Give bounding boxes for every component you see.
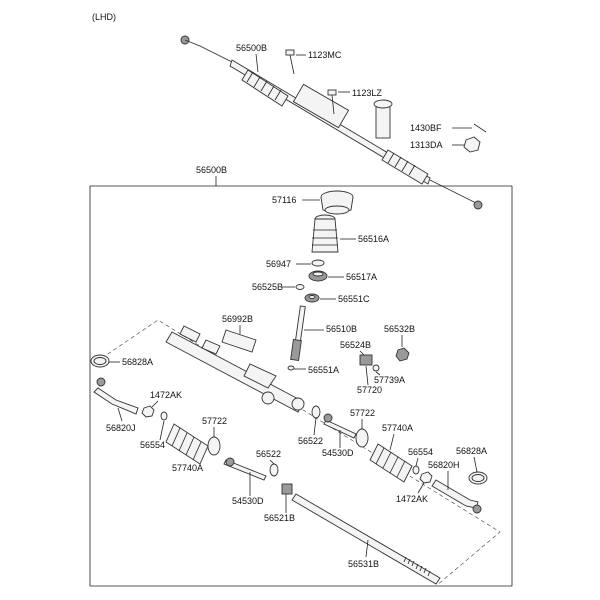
inner-rod-54530D-left-icon: [223, 457, 267, 481]
nut-56532B-icon: [395, 347, 410, 362]
label-1430BF: 1430BF: [410, 123, 442, 133]
boot-56516A-icon: [311, 214, 339, 253]
top-rack-assembly: [180, 35, 487, 210]
label-56554-left: 56554: [140, 440, 165, 450]
sleeve-56992B-icon: [221, 329, 257, 353]
washer-56522-right-icon: [311, 405, 321, 419]
label-56551C: 56551C: [338, 294, 370, 304]
washer-56522-left-icon: [269, 463, 279, 477]
rack-bar-56531B-icon: [291, 493, 441, 585]
inner-rod-54530D-right-icon: [323, 413, 357, 439]
top-left-tie-rod: [184, 39, 233, 63]
top-right-tie-rod: [429, 179, 479, 205]
label-56524B: 56524B: [340, 340, 371, 350]
label-56522-left: 56522: [256, 449, 281, 459]
top-rack-housing: [292, 83, 350, 129]
nut-1472AK-right-icon: [419, 471, 433, 484]
label-57722-left: 57722: [202, 416, 227, 426]
clamp-57722-right-icon: [355, 428, 369, 448]
clip-1430BF-icon: [473, 123, 487, 133]
label-56532B: 56532B: [384, 324, 415, 334]
label-57740A-right: 57740A: [382, 423, 413, 433]
label-1123LZ: 1123LZ: [352, 88, 382, 98]
label-56820J: 56820J: [106, 423, 136, 433]
ring-56551A-icon: [287, 365, 295, 371]
top-right-tie-rod-ball: [473, 200, 483, 210]
label-54530D-right: 54530D: [322, 448, 354, 458]
clip-56554-right-icon: [412, 465, 420, 475]
label-54530D-left: 54530D: [232, 496, 264, 506]
label-57116: 57116: [272, 195, 296, 205]
orientation-label: (LHD): [92, 12, 116, 22]
nut-1472AK-left-icon: [141, 405, 155, 418]
label-56828A-right: 56828A: [456, 446, 487, 456]
label-1313DA: 1313DA: [410, 140, 443, 150]
tie-rod-end-56820J-icon: [93, 377, 139, 415]
yoke-56524B-icon: [359, 354, 373, 366]
label-56500B-top: 56500B: [236, 43, 267, 53]
label-56525B: 56525B: [252, 282, 283, 292]
label-56516A: 56516A: [358, 234, 389, 244]
assembly-frame: [89, 185, 513, 587]
rack-housing-icon: [165, 325, 305, 413]
top-left-boot: [241, 69, 289, 107]
label-56510B: 56510B: [326, 324, 357, 334]
tie-rod-end-56820H-icon: [431, 479, 482, 514]
label-56554-right: 56554: [408, 447, 433, 457]
label-57720: 57720: [357, 385, 382, 395]
boot-57740A-left-icon: [165, 423, 209, 465]
label-57739A: 57739A: [374, 375, 405, 385]
top-right-boot: [381, 149, 429, 185]
label-56828A-left: 56828A: [122, 357, 153, 367]
label-57740A-left: 57740A: [172, 463, 203, 473]
label-56522-right: 56522: [298, 436, 323, 446]
bush-56521B-icon: [281, 483, 293, 495]
label-1472AK-left: 1472AK: [150, 390, 182, 400]
pinion-56510B-icon: [290, 305, 306, 361]
mount-57116-icon: [320, 190, 354, 215]
label-56947: 56947: [266, 259, 291, 269]
clip-56554-left-icon: [160, 411, 168, 421]
label-56551A: 56551A: [308, 365, 339, 375]
label-1123MC: 1123MC: [308, 50, 342, 60]
label-56500B-box: 56500B: [196, 165, 227, 175]
nut-1313DA-icon: [463, 136, 481, 153]
label-56521B: 56521B: [264, 513, 295, 523]
label-1472AK-right: 1472AK: [396, 494, 428, 504]
label-56992B: 56992B: [222, 314, 253, 324]
bolt-1123LZ-icon: [327, 89, 337, 115]
oring-57739A-icon: [372, 364, 380, 372]
boot-57740A-right-icon: [369, 443, 413, 483]
ring-56947-icon: [311, 259, 325, 267]
clamp-57722-left-icon: [207, 436, 221, 456]
label-56517A: 56517A: [346, 272, 377, 282]
label-56820H: 56820H: [428, 460, 460, 470]
label-57722-right: 57722: [350, 408, 375, 418]
top-pinion-cap: [373, 99, 393, 109]
label-56531B: 56531B: [348, 559, 379, 569]
top-pinion-tower: [375, 103, 391, 139]
bolt-1123MC-icon: [285, 49, 295, 75]
ring-56525B-icon: [295, 284, 305, 290]
